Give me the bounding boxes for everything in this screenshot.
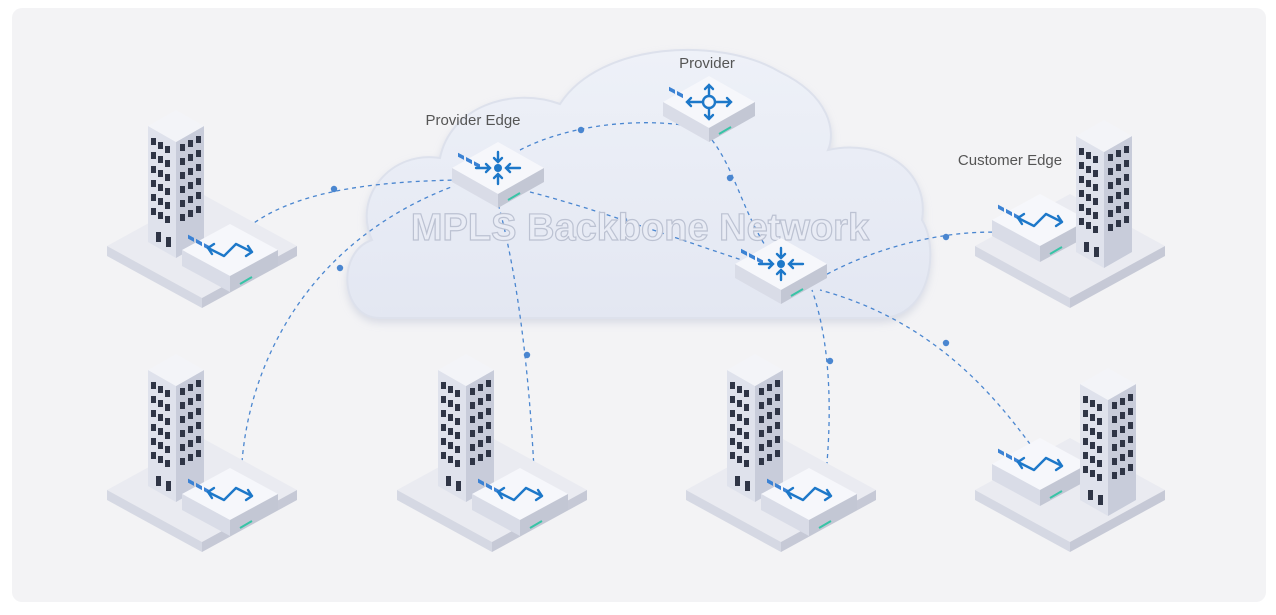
office-building-icon [148,354,204,502]
link-dot [826,357,834,365]
link-dot [523,351,531,359]
link-dot [942,233,950,241]
office-building-icon [1080,368,1136,516]
label-customer-edge: Customer Edge [958,152,1062,169]
link-provider-pe2 [711,139,769,251]
link-dot [330,185,338,193]
link-dot [577,126,585,134]
link-pe1-pe2 [529,191,749,263]
office-building-icon [727,354,783,502]
link-ce1-pe1 [241,179,459,233]
link-pe1-provider [519,122,691,151]
label-provider: Provider [679,55,735,72]
link-dot [726,174,734,182]
link-dots [330,126,950,365]
link-dot [336,264,344,272]
network-links [241,122,1031,475]
link-dot [620,216,628,224]
office-building-icon [1076,120,1132,268]
office-building-icon [438,354,494,502]
office-building-icon [148,110,204,258]
diagram-title: MPLS Backbone Network [411,207,870,249]
link-pe1-ce-mid1 [495,195,535,471]
link-pe1-ce-left-bottom [241,185,455,463]
label-provider-edge: Provider Edge [425,112,520,129]
link-pe2-ce-mid2 [811,289,830,475]
link-dot [942,339,950,347]
link-pe2-ce-right-bottom [819,289,1031,445]
